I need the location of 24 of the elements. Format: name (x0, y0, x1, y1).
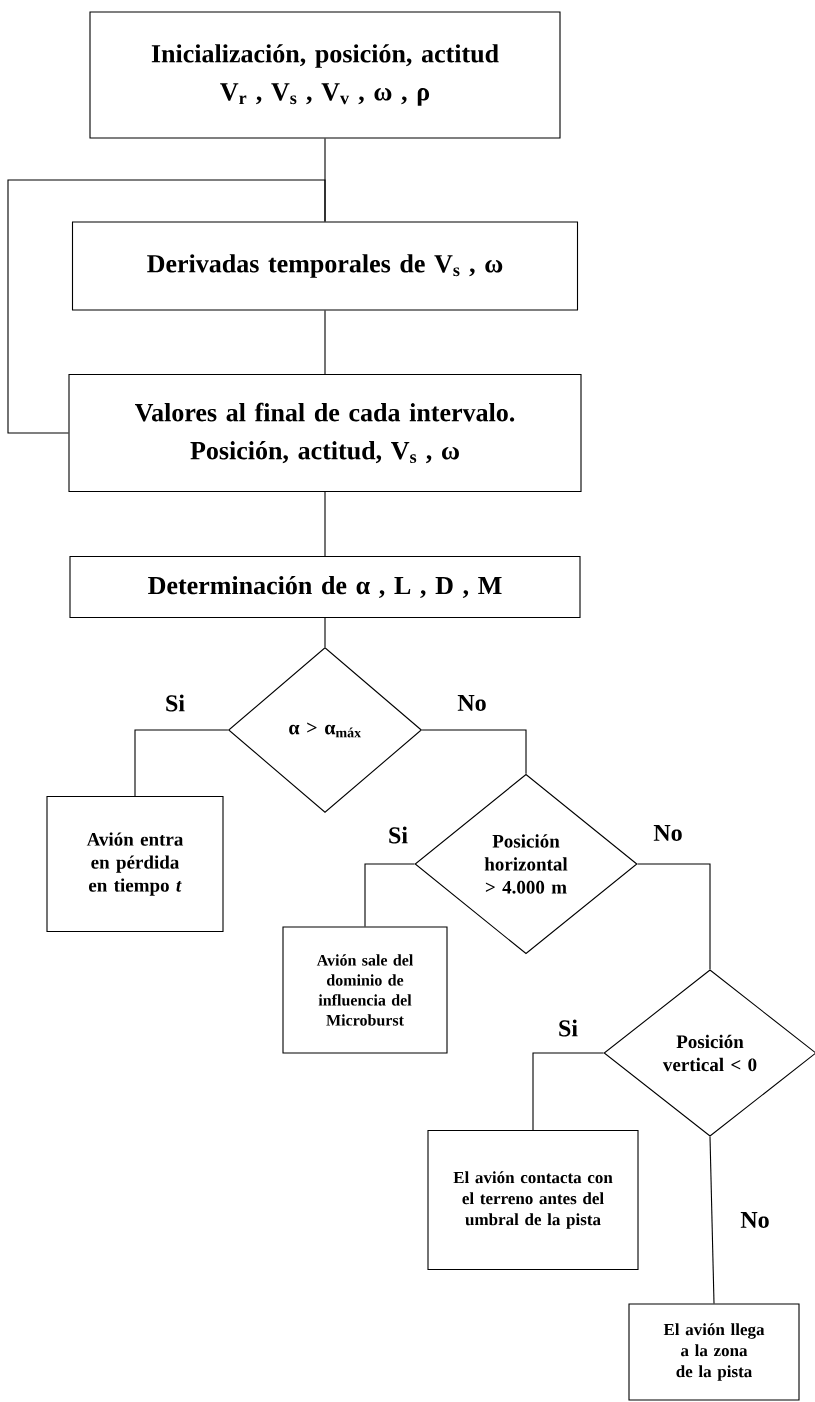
connector-line (532, 1052, 604, 1131)
process-box: Inicialización, posición, actitud V$_{r}$ , V$_{s}$ , V$_{v}$ , ω , ρ (89, 11, 561, 139)
connector-line (324, 617, 326, 648)
connector-line (637, 863, 711, 970)
process-box: El avión llega a la zona de la pista (628, 1303, 800, 1401)
connector-line (324, 491, 326, 557)
edge-label: Si (387, 825, 409, 845)
process-box: El avión contacta con el terreno antes del umbral de la pista (427, 1129, 639, 1271)
process-box: Valores al final de cada intervalo. Posición, actitud, V$_{s}$ , ω (68, 373, 582, 493)
edge-label: No (456, 694, 488, 712)
connector-line (134, 729, 229, 797)
process-box: Avión sale del dominio de influencia del Microburst (282, 926, 448, 1054)
connector-line (421, 729, 527, 775)
process-box: Derivadas temporales de V$_{s}$ , ω (71, 221, 579, 311)
connector-line (364, 863, 415, 927)
connector-line (709, 1136, 715, 1304)
edge-label: Si (164, 693, 186, 713)
edge-label: No (739, 1211, 771, 1229)
edge-label: Si (557, 1018, 579, 1038)
connector-line (324, 310, 326, 375)
connector-line (7, 179, 326, 434)
edge-label: No (652, 824, 684, 842)
process-box: Avión entra en pérdida en tiempo t (46, 795, 224, 933)
process-box: Determinación de α , L , D , M (69, 555, 581, 619)
